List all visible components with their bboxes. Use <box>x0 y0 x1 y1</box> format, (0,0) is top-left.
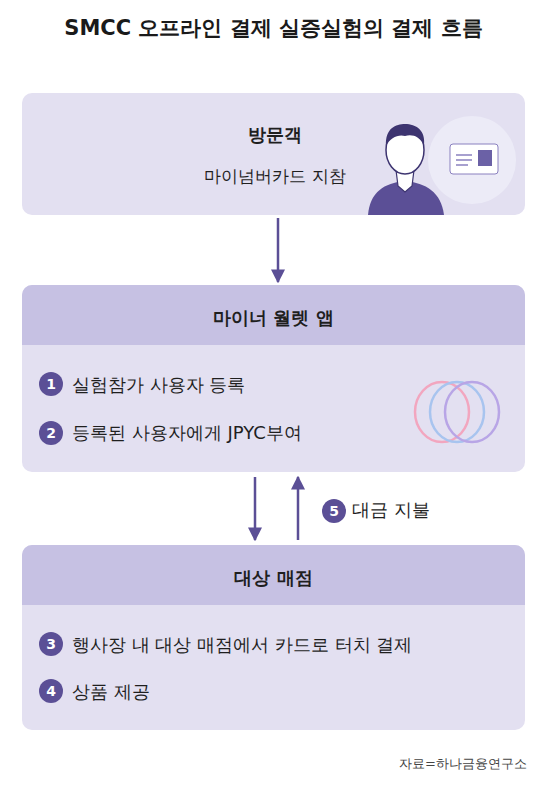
callout-number: 5 <box>322 499 346 523</box>
edge-label: 대금 지불 <box>352 498 430 522</box>
source-note: 자료=하나금융연구소 <box>297 755 527 773</box>
box-text: 실험참가 사용자 등록 <box>72 373 402 396</box>
box-heading: 대상 매점 <box>22 566 525 589</box>
callout-number: 1 <box>39 372 63 396</box>
box-heading: 마이너 월렛 앱 <box>22 306 525 329</box>
flow-arrow <box>254 477 257 540</box>
visitor-box: 방문객마이넘버카드 지참 <box>22 93 525 215</box>
flow-arrow <box>297 477 300 540</box>
store-box: 대상 매점행사장 내 대상 매점에서 카드로 터치 결제상품 제공 <box>22 545 525 730</box>
box-heading: 방문객 <box>135 123 415 146</box>
diagram-title: SMCC 오프라인 결제 실증실험의 결제 흐름 <box>0 14 547 42</box>
box-text: 행사장 내 대상 매점에서 카드로 터치 결제 <box>72 633 517 656</box>
box-text: 상품 제공 <box>72 680 402 703</box>
box-text: 등록된 사용자에게 JPYC부여 <box>72 421 402 444</box>
flow-arrow <box>277 218 280 282</box>
box-text: 마이넘버카드 지참 <box>115 165 435 187</box>
callout-number: 3 <box>39 632 63 656</box>
wallet-app-box: 마이너 월렛 앱실험참가 사용자 등록등록된 사용자에게 JPYC부여 <box>22 285 525 472</box>
callout-number: 4 <box>39 679 63 703</box>
callout-number: 2 <box>39 421 63 445</box>
